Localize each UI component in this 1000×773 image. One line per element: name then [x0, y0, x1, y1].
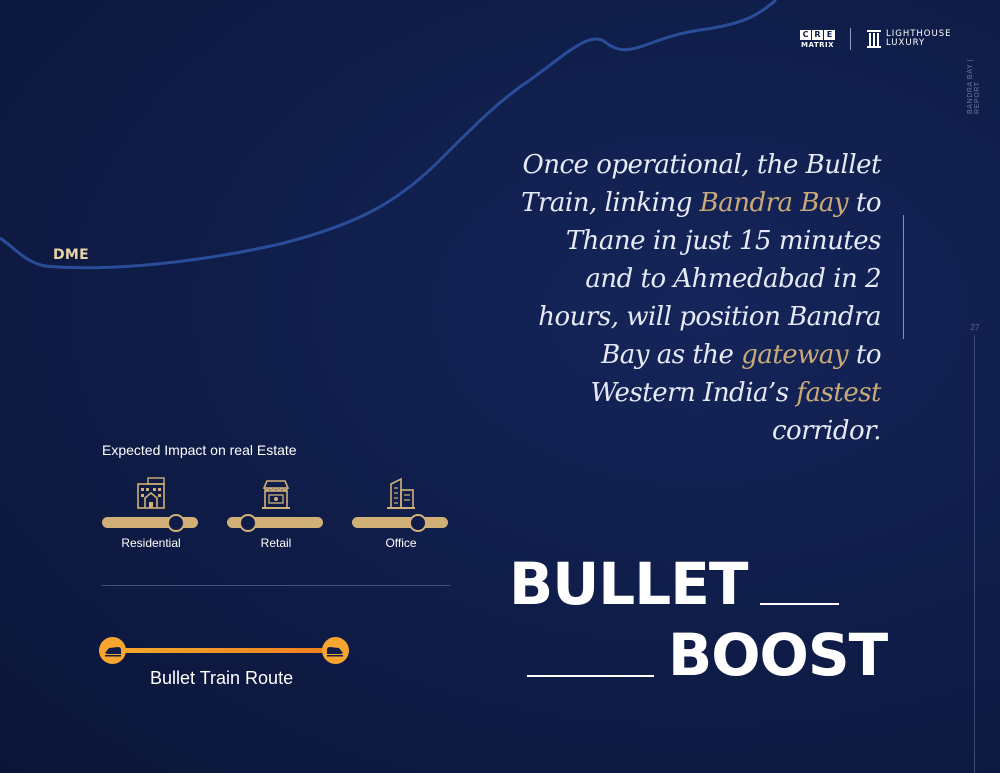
route-legend-label: Bullet Train Route: [150, 668, 294, 688]
side-report-tag: BANDRA BAY | REPORT: [967, 58, 981, 114]
bullet-train-route-legend: [99, 637, 351, 665]
bullet-train-quote: Once operational, the Bullet Train, link…: [515, 146, 881, 450]
quote-text: corridor.: [771, 416, 882, 446]
residential-impact-knob: [166, 514, 185, 532]
logo-divider: [850, 28, 851, 50]
residential-building-icon: [137, 477, 165, 509]
quote-highlight-bandra-bay: Bandra Bay: [699, 188, 849, 218]
quote-text: to Western India’s: [590, 340, 881, 408]
brand-logos: C R E MATRIX LIGHTHOUSE LUXURY: [800, 28, 951, 50]
lighthouse-line-2: LUXURY: [886, 38, 926, 48]
dme-map-label: DME: [53, 247, 90, 263]
lighthouse-pillar-icon: [867, 30, 881, 48]
residential-impact-slider: [102, 514, 198, 532]
quote-highlight-fastest: fastest: [796, 378, 881, 408]
office-label: Office: [385, 536, 417, 550]
retail-impact-knob: [239, 514, 258, 532]
retail-label: Retail: [260, 536, 292, 550]
lighthouse-luxury-logo: LIGHTHOUSE LUXURY: [866, 29, 951, 49]
impact-residential: Residential: [102, 476, 200, 550]
side-vertical-rule: [974, 335, 975, 773]
cre-logo-subtitle: MATRIX: [800, 40, 834, 49]
lighthouse-line-1: LIGHTHOUSE: [886, 29, 952, 39]
quote-text: Once operational, the Bullet Train, link…: [521, 150, 881, 218]
cre-logo-letter: C: [800, 29, 811, 40]
impact-retail: Retail: [227, 476, 325, 550]
quote-text: to Thane in just 15 minutes and to Ahmed…: [538, 188, 881, 370]
page-number: 27: [970, 323, 980, 332]
section-divider: [102, 585, 450, 586]
headline-bullet: BULLET: [509, 550, 748, 618]
route-line: [121, 648, 329, 653]
quote-rule: [903, 215, 904, 339]
office-impact-slider: [352, 514, 448, 532]
headline-rule-top: [760, 603, 839, 605]
train-start-icon: [99, 637, 126, 664]
headline-rule-bottom: [527, 675, 654, 677]
residential-label: Residential: [121, 536, 181, 550]
impact-title: Expected Impact on real Estate: [102, 442, 297, 458]
impact-office: Office: [352, 476, 450, 550]
office-impact-knob: [409, 514, 428, 532]
headline-boost: BOOST: [668, 621, 888, 689]
quote-highlight-gateway: gateway: [741, 340, 849, 370]
office-building-icon: [387, 477, 415, 509]
cre-logo-letter: R: [812, 29, 823, 40]
cre-logo-letter: E: [824, 29, 835, 40]
retail-impact-slider: [227, 514, 323, 532]
retail-store-icon: [262, 480, 290, 509]
cre-matrix-logo: C R E MATRIX: [800, 29, 835, 49]
train-end-icon: [322, 637, 349, 664]
